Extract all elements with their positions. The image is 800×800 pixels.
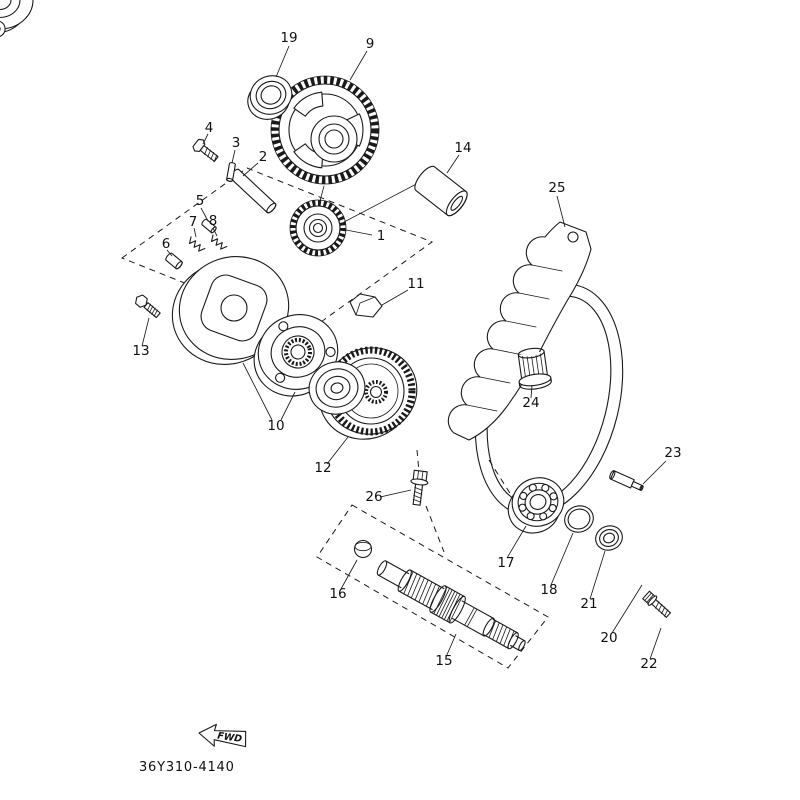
part-21-oil-seal bbox=[595, 525, 623, 551]
callout-6: 6 bbox=[162, 236, 171, 252]
part-16-plug bbox=[353, 539, 373, 559]
part-10-carrier-hub bbox=[253, 314, 339, 397]
leader-24 bbox=[530, 384, 533, 399]
callout-2: 2 bbox=[259, 149, 268, 165]
leader-lines bbox=[141, 45, 667, 660]
callout-26: 26 bbox=[365, 489, 382, 505]
part-9-starter-wheel-gear bbox=[270, 75, 380, 185]
part-19-bearing bbox=[247, 75, 293, 120]
callout-13: 13 bbox=[132, 343, 149, 359]
callout-19: 19 bbox=[280, 30, 297, 46]
fwd-arrow: FWD bbox=[198, 723, 247, 748]
leader-10b bbox=[280, 391, 296, 421]
callout-24: 24 bbox=[522, 395, 539, 411]
leader-6 bbox=[166, 249, 173, 257]
leader-26 bbox=[379, 489, 412, 498]
part-13-bolt bbox=[135, 294, 161, 319]
part-18-o-ring bbox=[564, 505, 594, 533]
leader-2 bbox=[242, 162, 259, 177]
leader-16 bbox=[340, 559, 358, 590]
callout-15: 15 bbox=[435, 653, 452, 669]
part-20-bearing-cover bbox=[0, 0, 34, 37]
leader-3 bbox=[231, 149, 236, 164]
part-23-dowel-pin bbox=[609, 470, 644, 491]
leader-18 bbox=[550, 532, 574, 586]
part-8-spring bbox=[210, 234, 228, 250]
part-1-pinion-gear bbox=[289, 199, 347, 257]
callout-11: 11 bbox=[407, 276, 424, 292]
leader-22 bbox=[649, 627, 662, 660]
leader-5 bbox=[200, 207, 209, 222]
callout-22: 22 bbox=[640, 656, 657, 672]
leader-11 bbox=[381, 289, 409, 306]
leader-10a bbox=[242, 362, 273, 421]
part-2-pin bbox=[229, 168, 277, 214]
leader-7 bbox=[193, 227, 197, 238]
part-3-pin bbox=[226, 162, 236, 182]
callout-16: 16 bbox=[329, 586, 346, 602]
part-7-spring bbox=[188, 236, 206, 252]
fwd-arrow-label: FWD bbox=[217, 731, 243, 745]
leader-15 bbox=[445, 633, 457, 658]
callout-10: 10 bbox=[267, 418, 284, 434]
construction-lines-front bbox=[316, 449, 549, 669]
leader-21 bbox=[589, 550, 606, 600]
leader-9 bbox=[349, 50, 368, 81]
diagram-code: 36Y310-4140 bbox=[139, 760, 235, 775]
callout-7: 7 bbox=[189, 214, 198, 230]
callout-9: 9 bbox=[366, 36, 375, 52]
part-26-bolt bbox=[410, 469, 429, 506]
part-24-tensioner-block bbox=[517, 347, 552, 390]
part-10-damper-plate bbox=[171, 256, 290, 365]
part-11-damper bbox=[349, 293, 383, 318]
part-22-bolt bbox=[642, 590, 671, 618]
callout-18: 18 bbox=[540, 582, 557, 598]
part-12-driven-wheel bbox=[308, 346, 418, 440]
callout-23: 23 bbox=[664, 445, 681, 461]
leader-1 bbox=[340, 228, 373, 236]
callout-21: 21 bbox=[580, 596, 597, 612]
callout-12: 12 bbox=[314, 460, 331, 476]
leader-14 bbox=[446, 154, 460, 174]
part-15-drive-shaft bbox=[376, 560, 526, 652]
part-17-bearing bbox=[507, 477, 565, 534]
leader-8 bbox=[212, 227, 218, 237]
part-12-drum bbox=[308, 361, 366, 415]
callout-4: 4 bbox=[205, 120, 214, 136]
leader-13 bbox=[141, 317, 150, 347]
callout-labels: 1 2 3 4 5 6 7 8 9 10 11 12 13 14 15 16 1… bbox=[132, 30, 681, 672]
callout-20: 20 bbox=[600, 630, 617, 646]
leader-17 bbox=[506, 525, 527, 559]
callout-17: 17 bbox=[497, 555, 514, 571]
callout-14: 14 bbox=[454, 140, 471, 156]
callout-3: 3 bbox=[232, 135, 241, 151]
leader-19 bbox=[275, 45, 290, 78]
callout-5: 5 bbox=[196, 193, 205, 209]
part-6-plunger bbox=[165, 252, 183, 270]
fwd-arrow-icon bbox=[198, 723, 247, 748]
leader-12 bbox=[326, 436, 349, 465]
callout-8: 8 bbox=[209, 213, 218, 229]
part-14-collar bbox=[414, 165, 468, 217]
part-4-screw bbox=[192, 138, 219, 163]
callout-1: 1 bbox=[377, 228, 386, 244]
leader-23 bbox=[642, 460, 667, 485]
leader-4 bbox=[202, 133, 209, 145]
leader-25 bbox=[556, 195, 566, 228]
callout-25: 25 bbox=[548, 180, 565, 196]
leader-20 bbox=[611, 584, 643, 634]
